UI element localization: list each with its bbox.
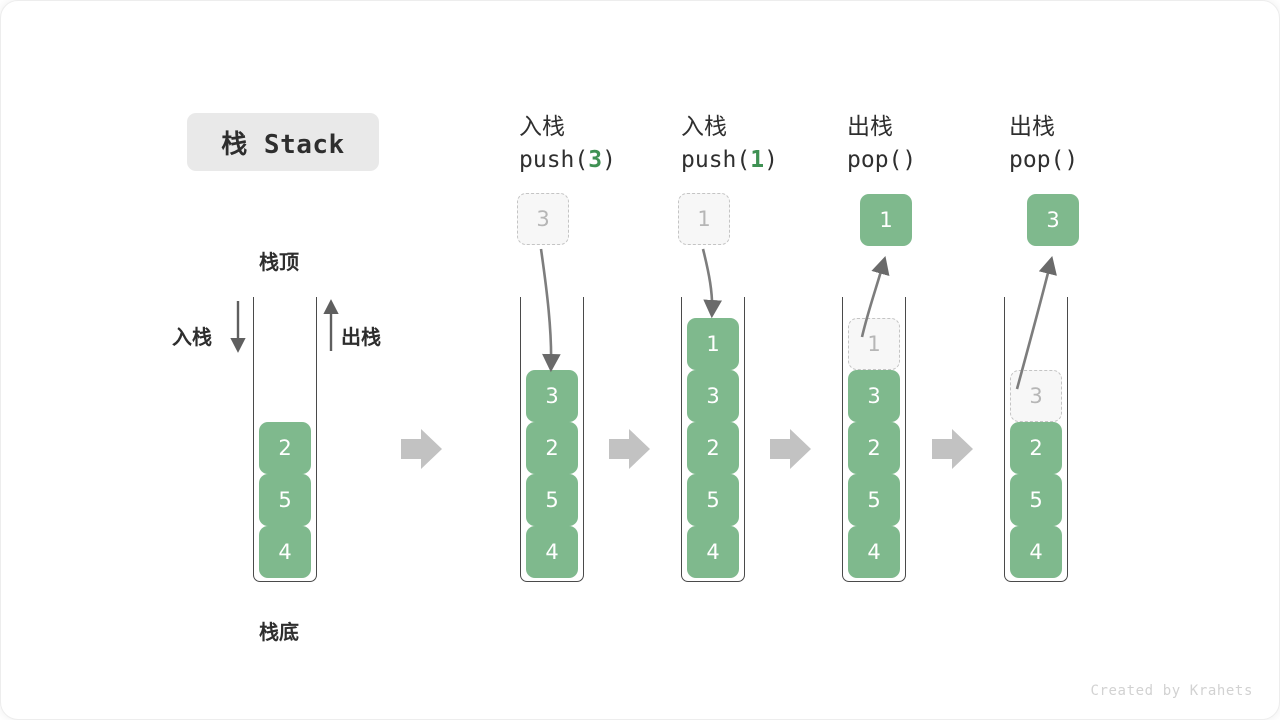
stack-cell: 4 (526, 526, 578, 578)
step-header-code: push(1) (681, 143, 861, 177)
step-header-code: pop() (1009, 143, 1189, 177)
code-prefix: pop( (847, 147, 903, 173)
step-header-pop-3: 出栈 pop() (1009, 109, 1189, 177)
stack-cell: 4 (1010, 526, 1062, 578)
code-prefix: push( (681, 147, 751, 173)
stack-cell: 2 (259, 422, 311, 474)
flow-arrow-2-icon (609, 429, 650, 469)
step-header-code: push(3) (519, 143, 699, 177)
flow-arrow-1-icon (401, 429, 442, 469)
stack-cell: 5 (1010, 474, 1062, 526)
stack-cell: 5 (259, 474, 311, 526)
stack-cell: 2 (687, 422, 739, 474)
stack-wall (253, 297, 317, 582)
stack-wall (842, 297, 906, 582)
step-header-cn: 入栈 (519, 113, 565, 139)
stack-bottom-label: 栈底 (259, 622, 299, 644)
stack-cell: 4 (687, 526, 739, 578)
step-header-cn: 出栈 (847, 113, 893, 139)
code-arg: 1 (750, 147, 765, 173)
flow-arrow-3-icon (770, 429, 811, 469)
stack-wall (520, 297, 584, 582)
stack-cell: 3 (848, 370, 900, 422)
stack-cell-ghost: 1 (848, 318, 900, 370)
step-header-push-3: 入栈 push(3) (519, 109, 699, 177)
pending-push-box-3: 3 (517, 193, 569, 245)
code-suffix: ) (602, 147, 616, 173)
stack-wall (1004, 297, 1068, 582)
stack-cell: 3 (526, 370, 578, 422)
step-header-push-1: 入栈 push(1) (681, 109, 861, 177)
push-direction-label: 入栈 (172, 327, 212, 349)
stack-cell: 2 (1010, 422, 1062, 474)
code-prefix: push( (519, 147, 589, 173)
stack-cell: 4 (259, 526, 311, 578)
code-prefix: pop( (1009, 147, 1065, 173)
stack-cell: 2 (526, 422, 578, 474)
popped-box-3: 3 (1027, 194, 1079, 246)
stack-cell-ghost: 3 (1010, 370, 1062, 422)
stack-cell: 5 (687, 474, 739, 526)
stack-cell: 1 (687, 318, 739, 370)
popped-box-1: 1 (860, 194, 912, 246)
stack-cell: 3 (687, 370, 739, 422)
step-header-cn: 出栈 (1009, 113, 1055, 139)
pop-direction-label: 出栈 (341, 327, 381, 349)
stack-cell: 5 (526, 474, 578, 526)
step-header-cn: 入栈 (681, 113, 727, 139)
code-arg: 3 (588, 147, 603, 173)
code-suffix: ) (902, 147, 917, 173)
pending-push-box-1: 1 (678, 193, 730, 245)
flow-arrow-4-icon (932, 429, 973, 469)
stack-wall (681, 297, 745, 582)
code-suffix: ) (1064, 147, 1079, 173)
stack-top-label: 栈顶 (259, 252, 299, 274)
footer-credit: Created by Krahets (1090, 683, 1253, 699)
stack-cell: 2 (848, 422, 900, 474)
step-header-pop-1: 出栈 pop() (847, 109, 1027, 177)
stack-cell: 5 (848, 474, 900, 526)
code-suffix: ) (764, 147, 778, 173)
stack-cell: 4 (848, 526, 900, 578)
step-header-code: pop() (847, 143, 1027, 177)
diagram-title: 栈 Stack (187, 113, 379, 171)
